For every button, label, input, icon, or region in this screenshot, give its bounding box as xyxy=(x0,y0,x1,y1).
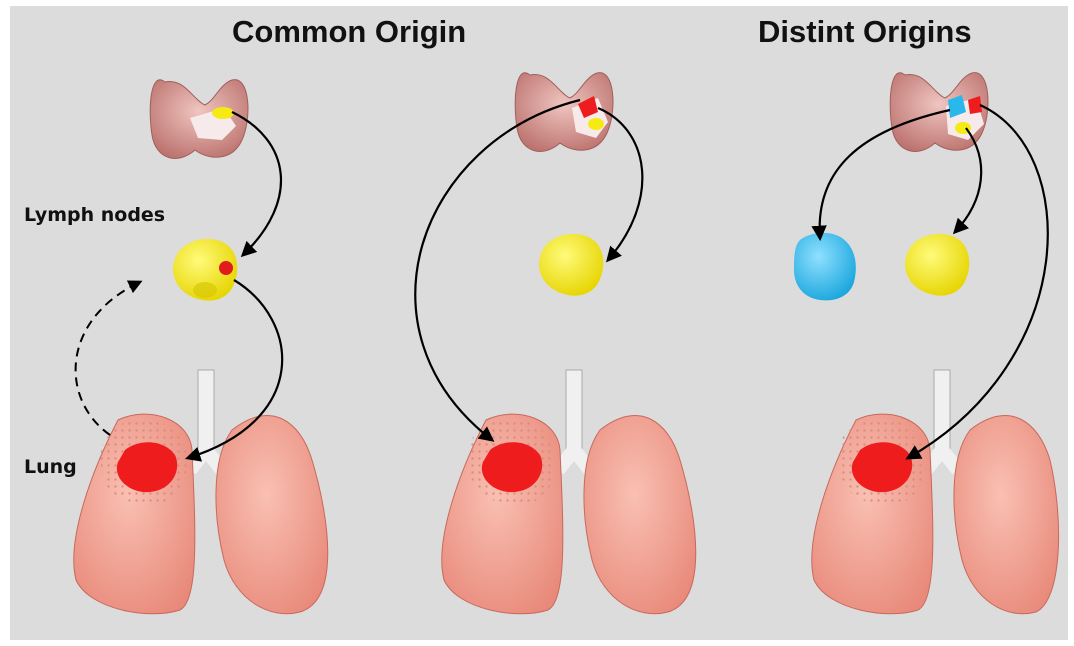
panel-3 xyxy=(794,73,1059,614)
arrow-lung-to-node-dashed xyxy=(76,282,140,435)
label-lung: Lung xyxy=(24,456,77,478)
lymph-node-yellow-1 xyxy=(173,239,237,301)
lungs-2 xyxy=(442,370,696,614)
thyroid-1 xyxy=(150,80,248,159)
thyroid-2 xyxy=(515,73,613,152)
lungs-3 xyxy=(812,370,1059,614)
lungs-1 xyxy=(74,370,328,614)
panel-1 xyxy=(74,80,328,614)
lymph-node-yellow-3 xyxy=(905,234,969,296)
lymph-node-yellow-2 xyxy=(539,234,603,296)
title-distinct-origins: Distint Origins xyxy=(758,14,972,50)
panel-2 xyxy=(415,73,696,614)
label-lymph-nodes: Lymph nodes xyxy=(24,204,165,226)
lymph-node-blue-3 xyxy=(794,233,856,300)
title-common-origin: Common Origin xyxy=(232,14,466,50)
